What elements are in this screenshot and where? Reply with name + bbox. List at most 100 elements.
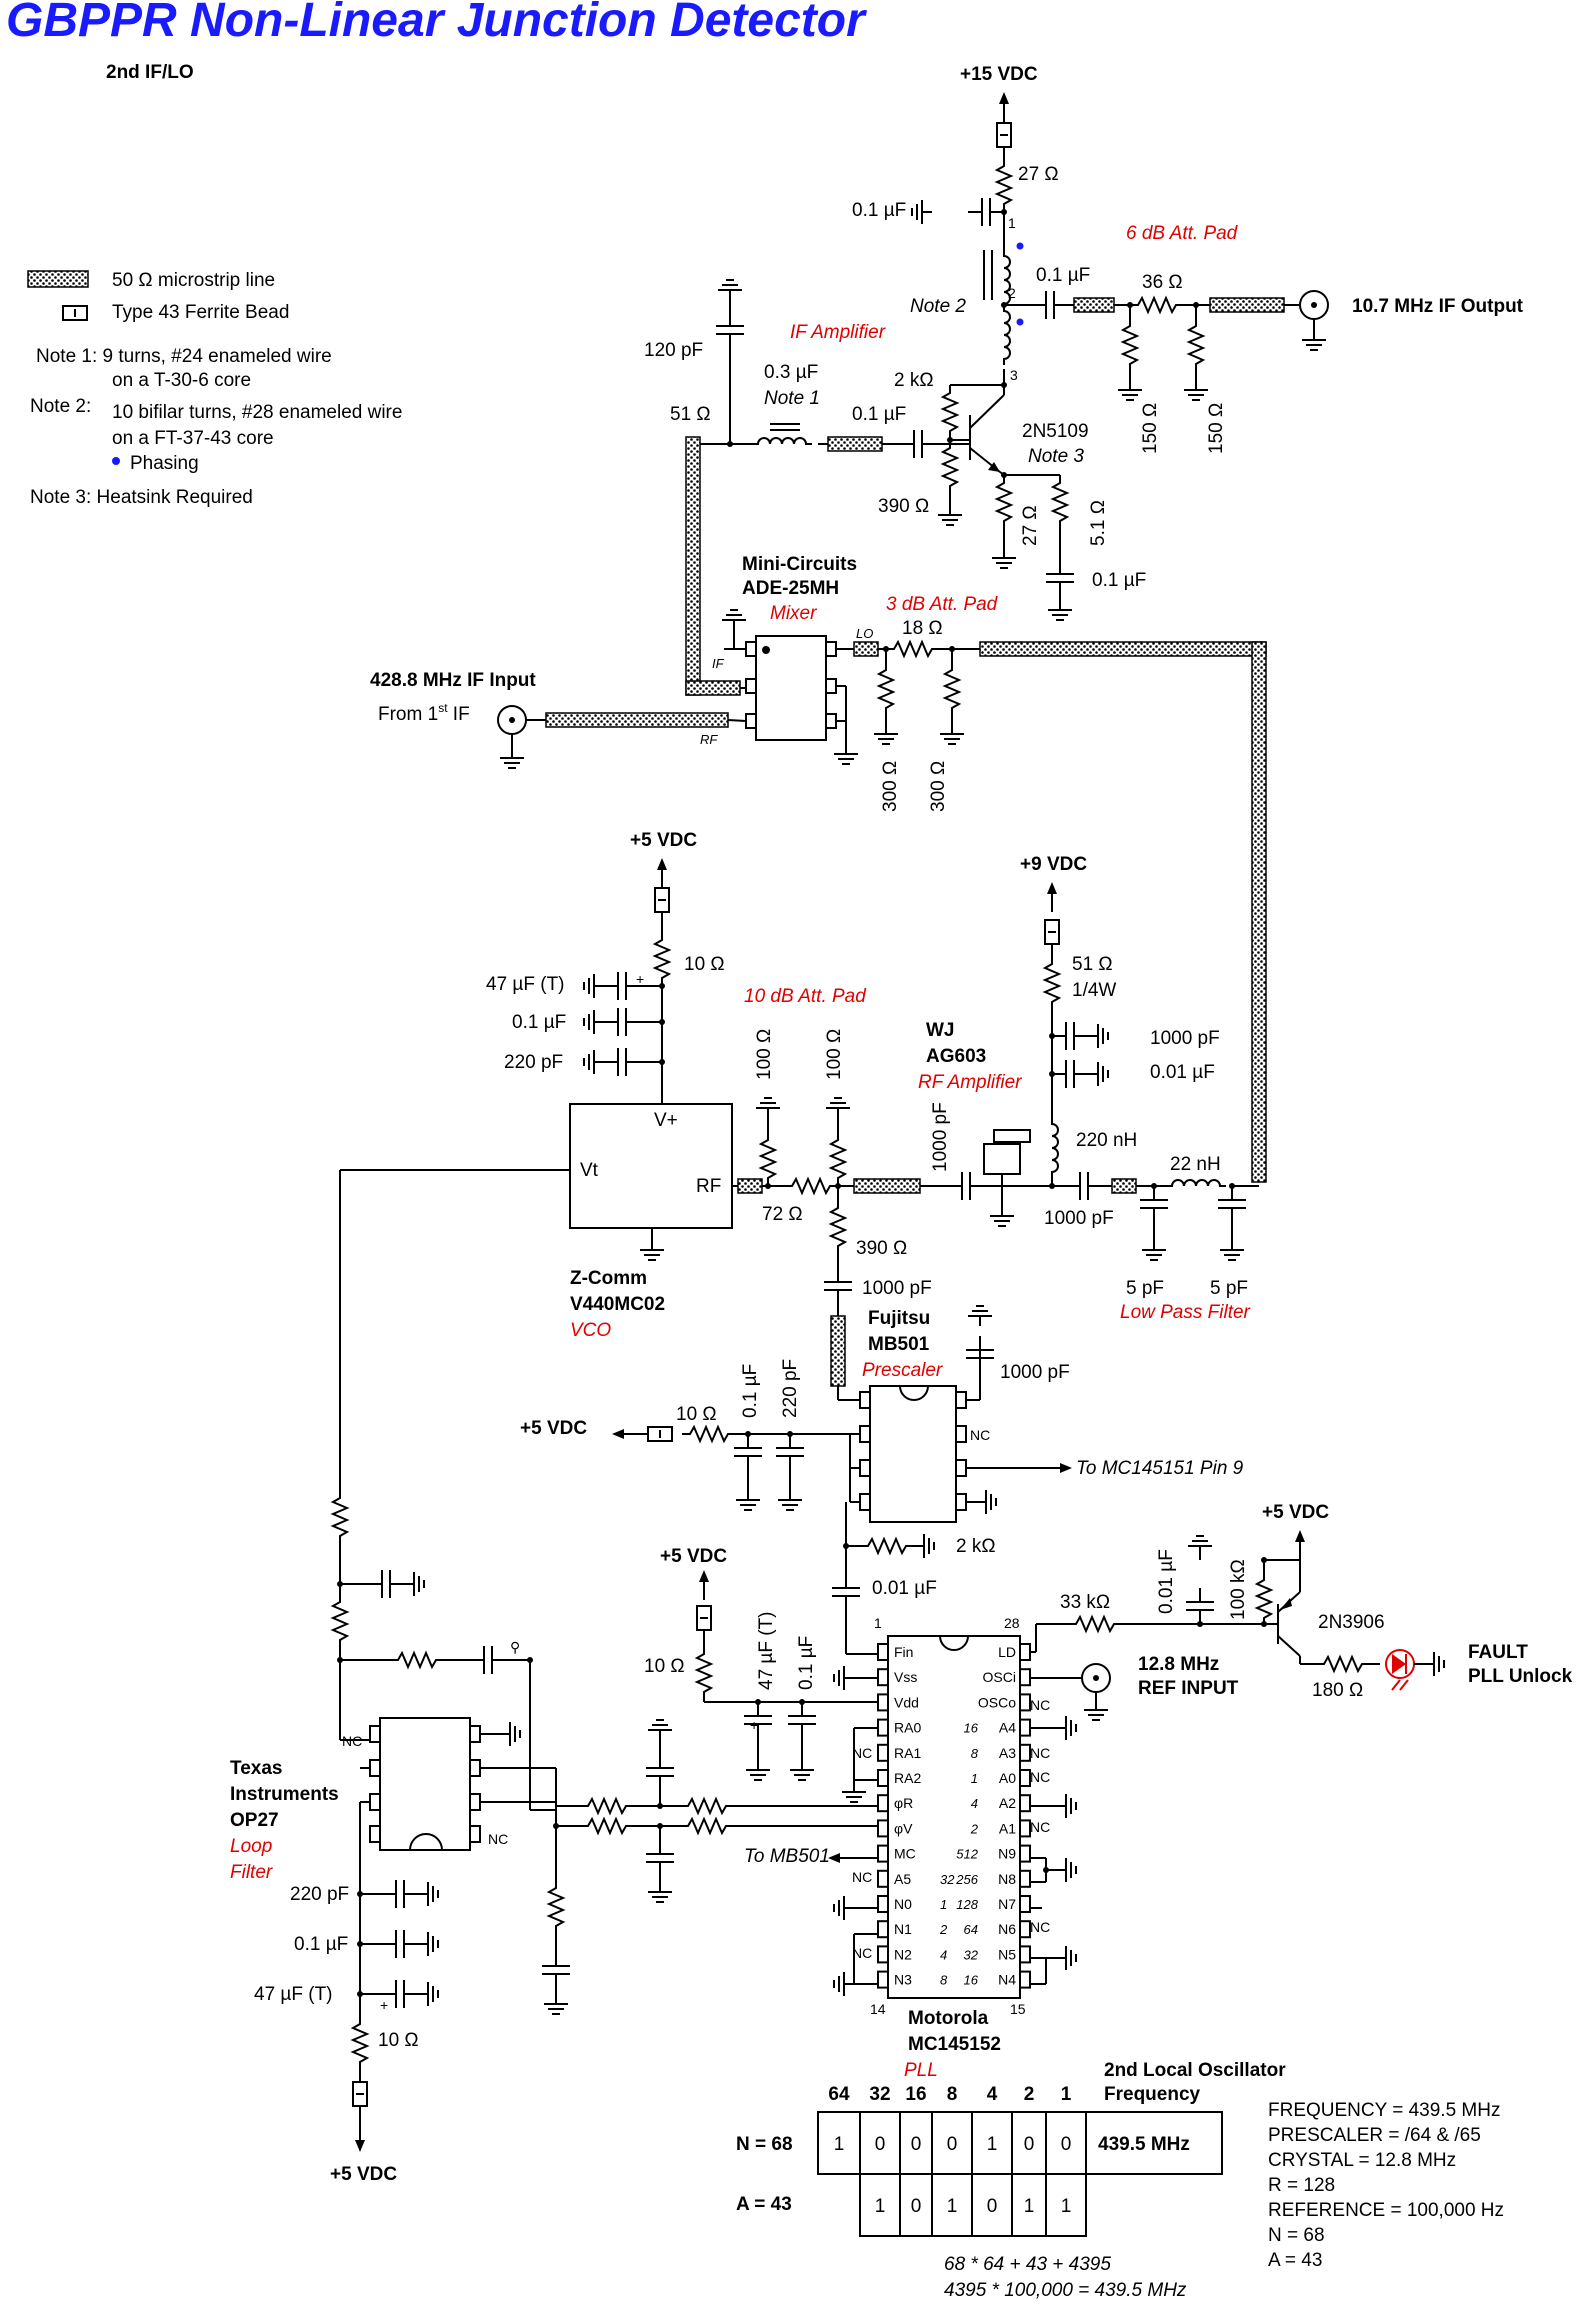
op27-ic bbox=[379, 1717, 471, 1851]
loop-r10-label: 10 Ω bbox=[378, 2030, 419, 2051]
pll-right-pin bbox=[1019, 1970, 1031, 1989]
op27-role1: Loop bbox=[230, 1836, 272, 1857]
summary-line: R = 128 bbox=[1268, 2175, 1335, 2196]
summary-line: PRESCALER = /64 & /65 bbox=[1268, 2125, 1481, 2146]
pll-right-pin bbox=[1019, 1869, 1031, 1888]
pll-right-pin-label: A0 bbox=[999, 1770, 1016, 1786]
page-title: GBPPR Non-Linear Junction Detector bbox=[6, 0, 867, 47]
fault-label2: PLL Unlock bbox=[1468, 1666, 1573, 1687]
pll-left-pin-label: RA0 bbox=[894, 1720, 921, 1736]
pll-left-pin bbox=[877, 1819, 889, 1838]
loop-c01-label: 0.1 µF bbox=[294, 1934, 348, 1955]
pll-right-pin bbox=[1019, 1718, 1031, 1737]
pll-left-pin-label: Fin bbox=[894, 1644, 913, 1660]
pll-pin28: 28 bbox=[1004, 1615, 1020, 1631]
pll-left-pin bbox=[877, 1643, 889, 1661]
svg-text:+: + bbox=[750, 1717, 758, 1733]
pll-right-pin-weight: 1 bbox=[971, 1771, 978, 1786]
vco-r10-label: 10 Ω bbox=[684, 954, 725, 975]
vco-section: +5 VDC 10 Ω + 47 µF (T) 0.1 µF 220 pF V+… bbox=[486, 830, 948, 1394]
vco-name1: Z-Comm bbox=[570, 1268, 647, 1289]
pll-nc-a1: NC bbox=[1030, 1819, 1050, 1835]
section-label: 2nd IF/LO bbox=[106, 62, 194, 83]
svg-text:+: + bbox=[636, 971, 644, 987]
prescaler-c01-label: 0.1 µF bbox=[740, 1364, 761, 1418]
pll-right-pin bbox=[1019, 1693, 1031, 1712]
legend-note3: Note 3: Heatsink Required bbox=[30, 487, 253, 508]
if-c01b-label: 0.1 µF bbox=[1036, 265, 1090, 286]
table-a-label: A = 43 bbox=[736, 2194, 792, 2215]
pll-pin15: 15 bbox=[1010, 2001, 1026, 2017]
table-a-bit: 1 bbox=[1024, 2196, 1035, 2217]
pll-nc-n6: NC bbox=[1030, 1919, 1050, 1935]
pll-right-pin-label: A3 bbox=[999, 1745, 1016, 1761]
mixer-role: Mixer bbox=[770, 603, 817, 624]
mixer-rf-label: RF bbox=[700, 732, 718, 747]
table-a-bit: 1 bbox=[875, 2196, 886, 2217]
fault-q-label: 2N3906 bbox=[1318, 1612, 1385, 1633]
if-amp-title: IF Amplifier bbox=[790, 322, 886, 343]
pll-pin14: 14 bbox=[870, 2001, 886, 2017]
table-title1: 2nd Local Oscillator bbox=[1104, 2060, 1286, 2081]
pll-nc-a0: NC bbox=[1030, 1769, 1050, 1785]
rf-c1000-label: 1000 pF bbox=[1150, 1028, 1220, 1049]
pll-right-pin-label: N9 bbox=[998, 1846, 1016, 1862]
pll-left-pin-weight: 32 bbox=[940, 1872, 955, 1887]
pll-left-pin-weight: 2 bbox=[939, 1922, 948, 1937]
pll-right-pin-label: N5 bbox=[998, 1946, 1016, 1962]
rf-l220-label: 220 nH bbox=[1076, 1130, 1137, 1151]
legend-note1a: Note 1: 9 turns, #24 enameled wire bbox=[36, 346, 332, 367]
table-calc2: 4395 * 100,000 = 439.5 MHz bbox=[944, 2280, 1187, 2301]
vco-pad-title: 10 dB Att. Pad bbox=[744, 986, 867, 1007]
if-transistor-label: 2N5109 bbox=[1022, 421, 1089, 442]
pll-left-pin-label: N3 bbox=[894, 1972, 912, 1988]
pll-c01-label: 0.1 µF bbox=[796, 1636, 817, 1690]
pll-left-pin bbox=[877, 1693, 889, 1712]
table-a-bit: 1 bbox=[1061, 2196, 1072, 2217]
pll-left-pin-label: RA1 bbox=[894, 1745, 921, 1761]
loop-c47-label: 47 µF (T) bbox=[254, 1984, 333, 2005]
pll-left-pin bbox=[877, 1945, 889, 1964]
pll-right-pin bbox=[1019, 1819, 1031, 1838]
prescaler-r2k-label: 2 kΩ bbox=[956, 1536, 996, 1557]
table-n-bit: 1 bbox=[834, 2134, 845, 2155]
mixer-name2: ADE-25MH bbox=[742, 578, 839, 599]
summary-line: A = 43 bbox=[1268, 2250, 1322, 2271]
pll-left-pin bbox=[877, 1869, 889, 1888]
if-c03-label: 0.3 µF bbox=[764, 362, 818, 383]
mixer-from-label: From 1st IF bbox=[378, 701, 470, 725]
if-c01-label: 0.1 µF bbox=[852, 200, 906, 221]
op27-role2: Filter bbox=[230, 1862, 273, 1883]
microstrip-legend-icon bbox=[27, 270, 89, 288]
vco-c220-label: 220 pF bbox=[504, 1052, 563, 1073]
rf-amp-ic bbox=[983, 1143, 1021, 1175]
prescaler-name2: MB501 bbox=[868, 1334, 930, 1355]
pll-right-pin-label: N7 bbox=[998, 1896, 1016, 1912]
table-a-bit: 0 bbox=[911, 2196, 922, 2217]
mixer-lo-label: LO bbox=[856, 626, 873, 641]
pll-right-pin-label: N4 bbox=[998, 1972, 1016, 1988]
vco-role: VCO bbox=[570, 1320, 611, 1341]
vco-r100b-label: 100 Ω bbox=[824, 1029, 845, 1080]
mixer-if-label: IF bbox=[712, 656, 725, 671]
op27-name2: Instruments bbox=[230, 1784, 339, 1805]
table-n-bit: 0 bbox=[875, 2134, 886, 2155]
table-n-label: N = 68 bbox=[736, 2134, 793, 2155]
vco-vplus-label: V+ bbox=[654, 1110, 678, 1131]
rf-lpf-label: Low Pass Filter bbox=[1120, 1302, 1251, 1323]
table-header: 1 bbox=[1061, 2084, 1072, 2105]
fault-r100k-label: 100 kΩ bbox=[1228, 1559, 1249, 1620]
if-r150b-label: 150 Ω bbox=[1206, 403, 1227, 454]
vco-rf-label: RF bbox=[696, 1176, 721, 1197]
op27-name3: OP27 bbox=[230, 1810, 279, 1831]
rf-c5a-label: 5 pF bbox=[1126, 1278, 1164, 1299]
vco-r72-label: 72 Ω bbox=[762, 1204, 803, 1225]
pll-right-pin bbox=[1019, 1743, 1031, 1762]
if-c120-label: 120 pF bbox=[644, 340, 703, 361]
if-r36-label: 36 Ω bbox=[1142, 272, 1183, 293]
fault-label1: FAULT bbox=[1468, 1642, 1528, 1663]
prescaler-r10-label: 10 Ω bbox=[676, 1404, 717, 1425]
loop-filter-probe-icon: ⚲ bbox=[510, 1639, 520, 1655]
rf-cout-label: 1000 pF bbox=[1044, 1208, 1114, 1229]
